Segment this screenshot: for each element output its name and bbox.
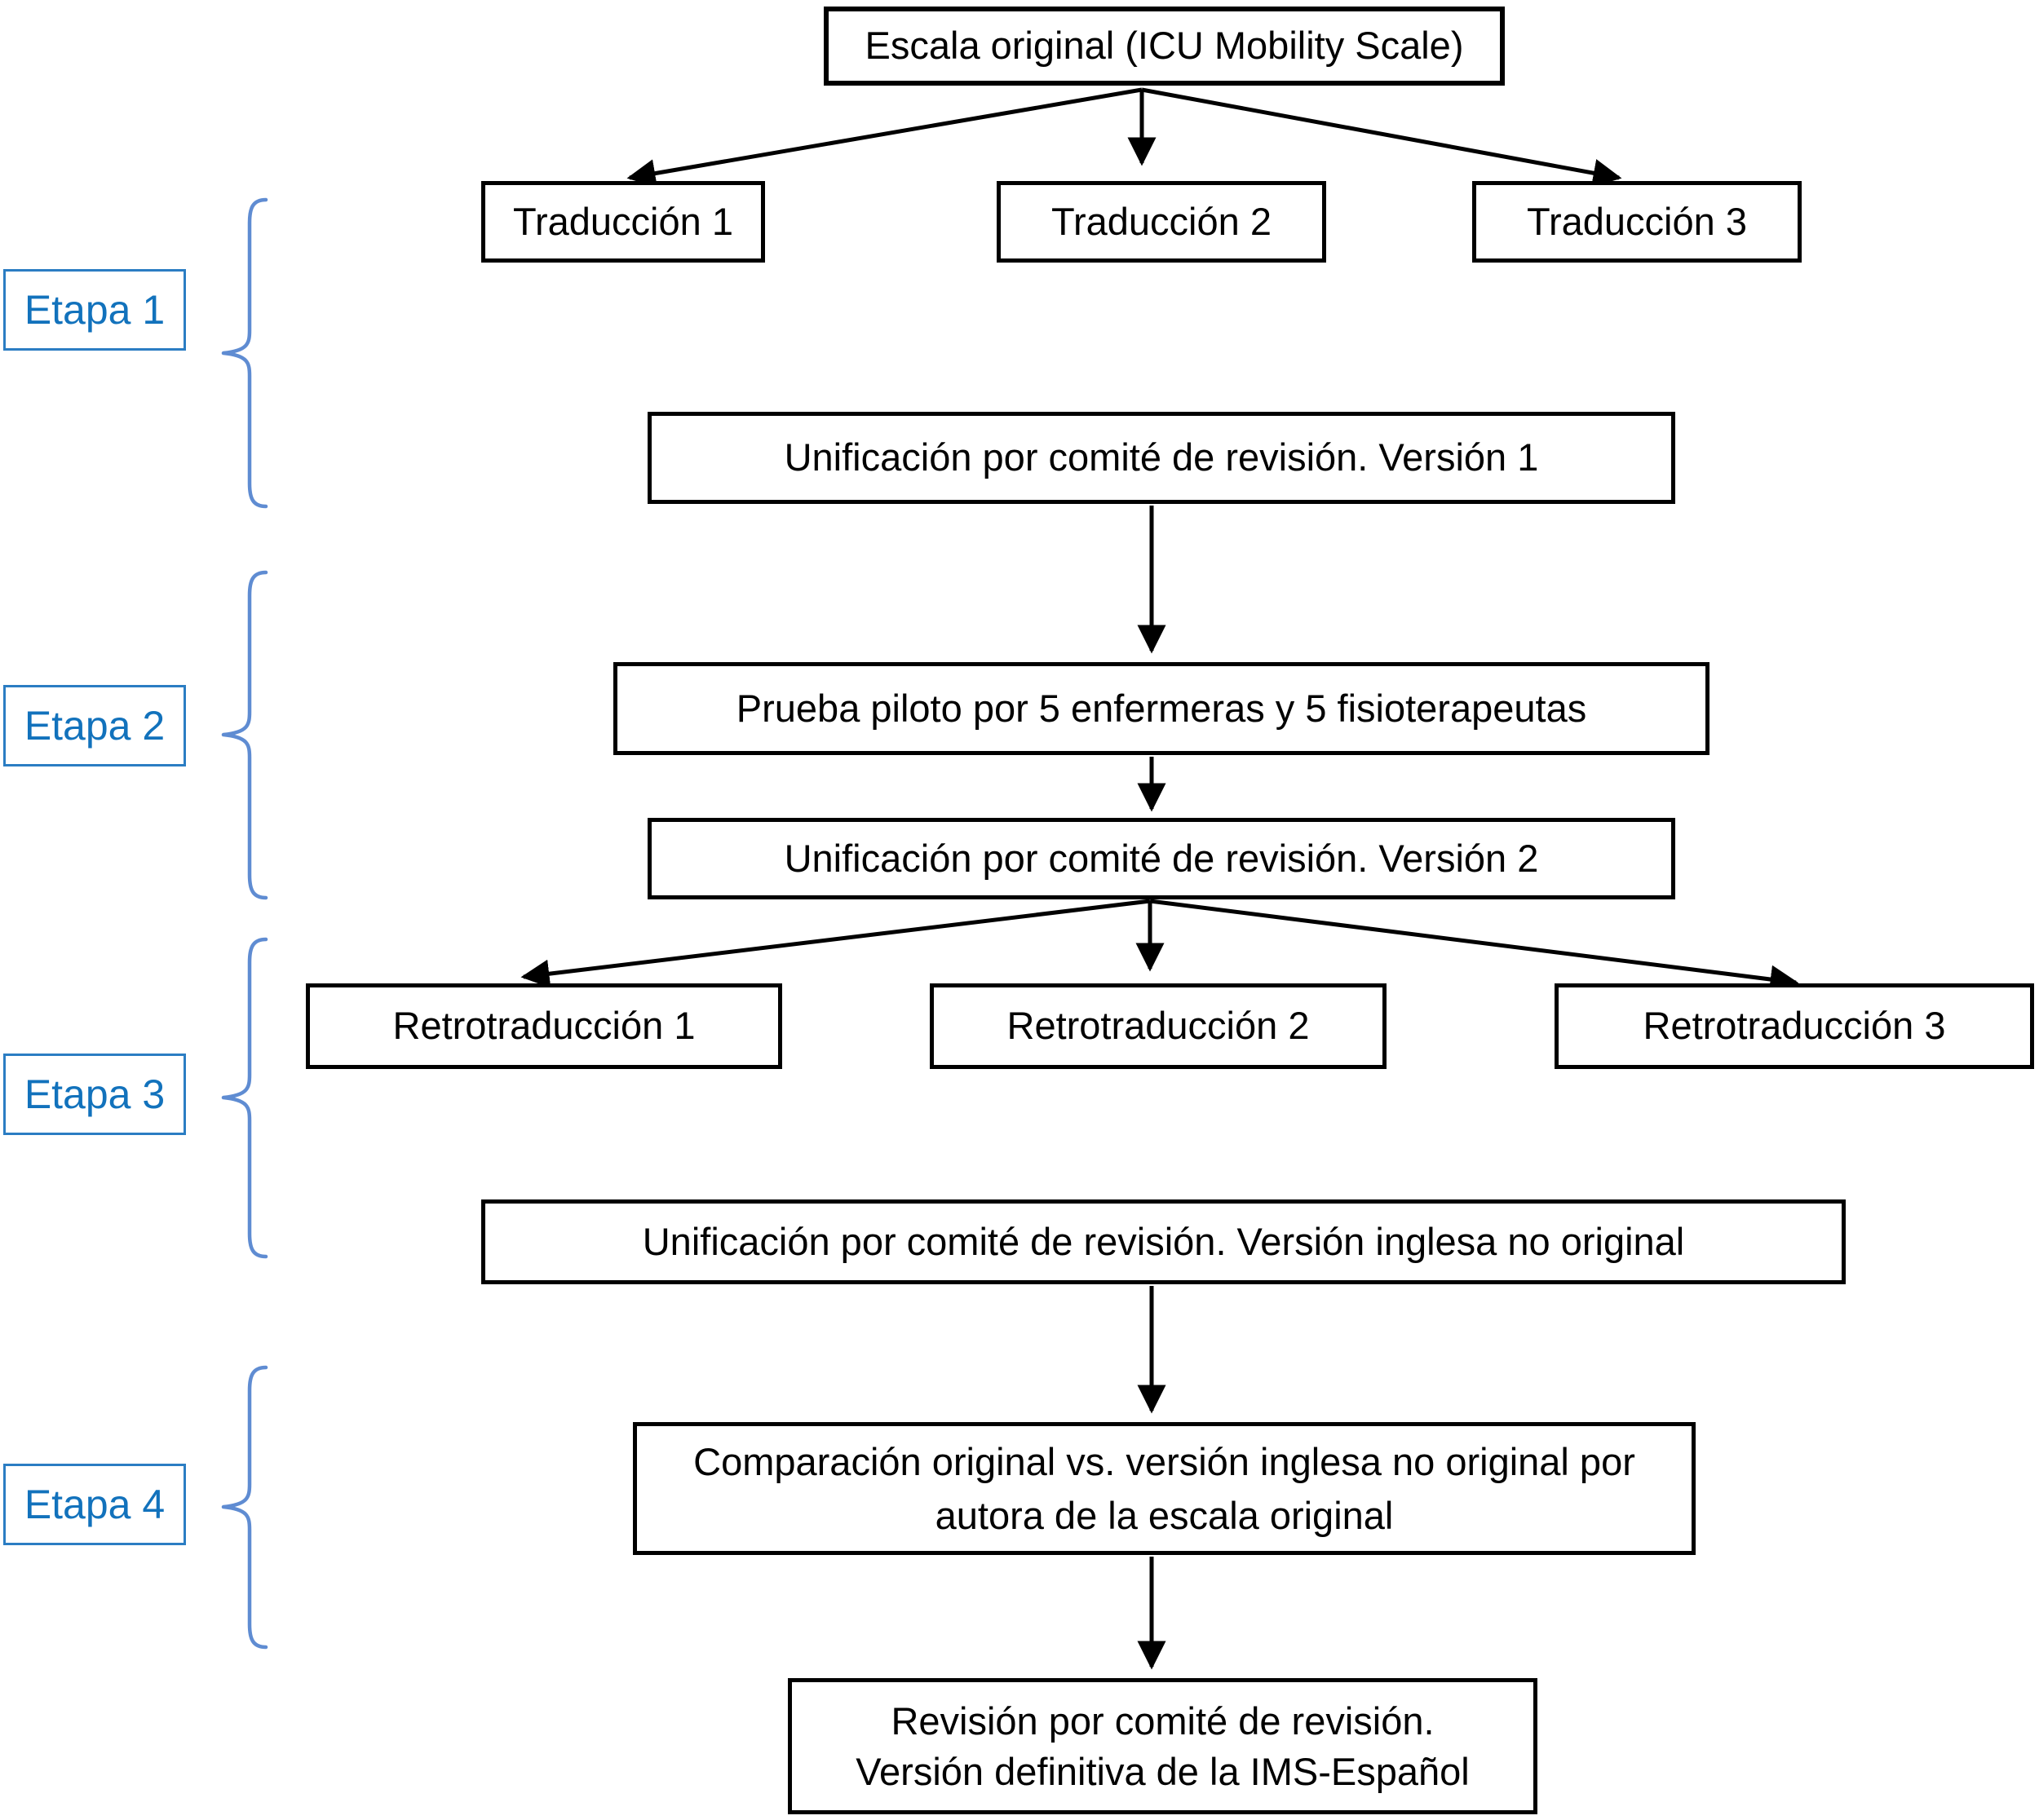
node-retrotraduccion-2: Retrotraducción 2 [930, 983, 1387, 1069]
revision-line-1: Revisión por comité de revisión. [891, 1699, 1435, 1743]
node-revision-definitiva: Revisión por comité de revisión. Versión… [788, 1678, 1537, 1814]
revision-line-2: Versión definitiva de la IMS-Español [856, 1749, 1470, 1793]
brace-etapa-1 [221, 197, 268, 509]
node-unificacion-version-1: Unificación por comité de revisión. Vers… [648, 412, 1675, 504]
node-traduccion-3: Traducción 3 [1472, 181, 1802, 263]
node-unificacion-version-2: Unificación por comité de revisión. Vers… [648, 818, 1675, 899]
brace-etapa-2 [221, 570, 268, 900]
comparacion-line-1: Comparación original vs. versión inglesa… [693, 1439, 1635, 1483]
node-prueba-piloto: Prueba piloto por 5 enfermeras y 5 fisio… [613, 662, 1709, 755]
brace-etapa-3 [221, 937, 268, 1259]
stage-label-etapa-4: Etapa 4 [3, 1464, 186, 1545]
arrow-unificacion-v2-to-retro-3 [1149, 899, 1799, 994]
node-retrotraduccion-3: Retrotraducción 3 [1555, 983, 2034, 1069]
node-comparacion: Comparación original vs. versión inglesa… [633, 1422, 1696, 1555]
comparacion-line-2: autora de la escala original [935, 1493, 1394, 1537]
stage-label-etapa-2: Etapa 2 [3, 685, 186, 766]
node-traduccion-1: Traducción 1 [481, 181, 765, 263]
arrow-unificacion-v2-to-retro-1 [520, 899, 1151, 988]
arrow-original-to-traduccion-1 [626, 87, 1143, 188]
node-unificacion-inglesa: Unificación por comité de revisión. Vers… [481, 1199, 1846, 1284]
stage-label-etapa-3: Etapa 3 [3, 1054, 186, 1135]
node-traduccion-2: Traducción 2 [997, 181, 1326, 263]
node-retrotraduccion-1: Retrotraducción 1 [306, 983, 782, 1069]
node-escala-original: Escala original (ICU Mobility Scale) [824, 7, 1505, 86]
brace-etapa-4 [221, 1365, 268, 1650]
stage-label-etapa-1: Etapa 1 [3, 269, 186, 351]
arrow-original-to-traduccion-3 [1141, 87, 1622, 188]
